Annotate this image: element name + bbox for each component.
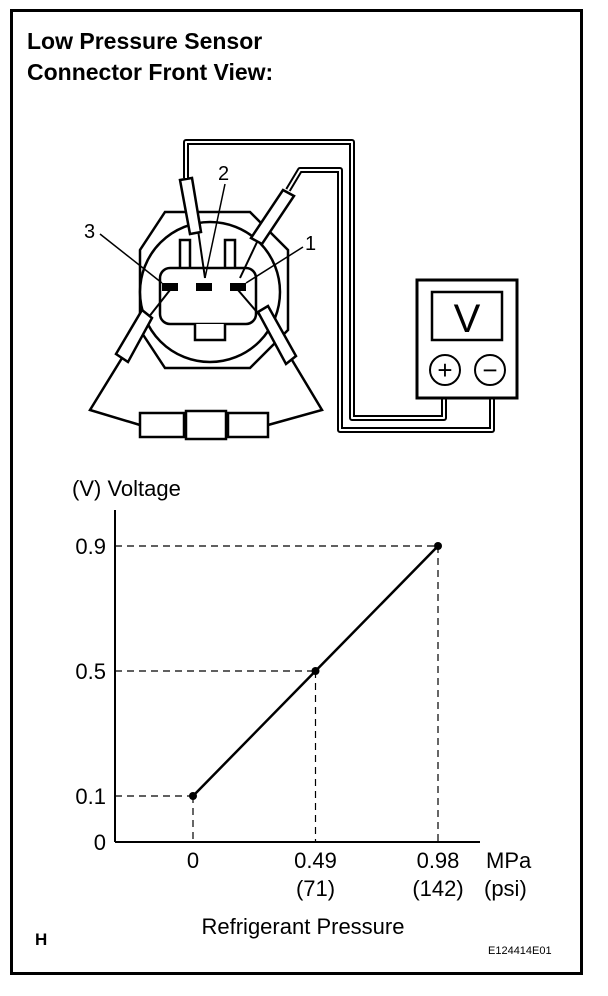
negative-terminal-icon [474, 354, 506, 386]
voltmeter-screen [430, 290, 504, 342]
positive-terminal-symbol: + [437, 355, 452, 385]
title-line-1: Low Pressure Sensor [27, 28, 263, 54]
meter-wires-inner [185, 141, 493, 431]
pin-label-3: 3 [84, 221, 95, 243]
figure-title: Low Pressure Sensor Connector Front View… [27, 26, 273, 88]
voltmeter-display: V [454, 297, 481, 341]
figure-frame [10, 9, 583, 975]
connector-terminals [162, 283, 246, 291]
title-line-2: Connector Front View: [27, 59, 274, 85]
wiring-diagram: 3 2 1 [84, 139, 519, 441]
terminal-3 [162, 283, 178, 291]
probe-pin-3-back [114, 289, 171, 364]
probe-pin-1-back [237, 289, 298, 366]
pin-leader-3 [99, 233, 163, 284]
terminal-2 [196, 283, 212, 291]
corner-letter: H [35, 930, 48, 949]
jumper-harness [88, 357, 324, 441]
positive-terminal-icon [429, 354, 461, 386]
pin-labels: 3 2 1 [84, 163, 316, 284]
pin-label-2: 2 [218, 163, 229, 185]
pin-label-1: 1 [305, 233, 316, 255]
figure-id: E124414E01 [488, 945, 552, 957]
test-probes [114, 176, 298, 366]
voltmeter: V + − [415, 278, 519, 400]
negative-terminal-symbol: − [482, 355, 497, 385]
probe-pin-2 [178, 176, 206, 279]
terminal-1 [230, 283, 246, 291]
pin-leader-1 [245, 246, 304, 284]
pin-leader-2 [204, 183, 226, 279]
probe-pin-1 [239, 188, 296, 279]
sensor-connector [138, 210, 290, 370]
